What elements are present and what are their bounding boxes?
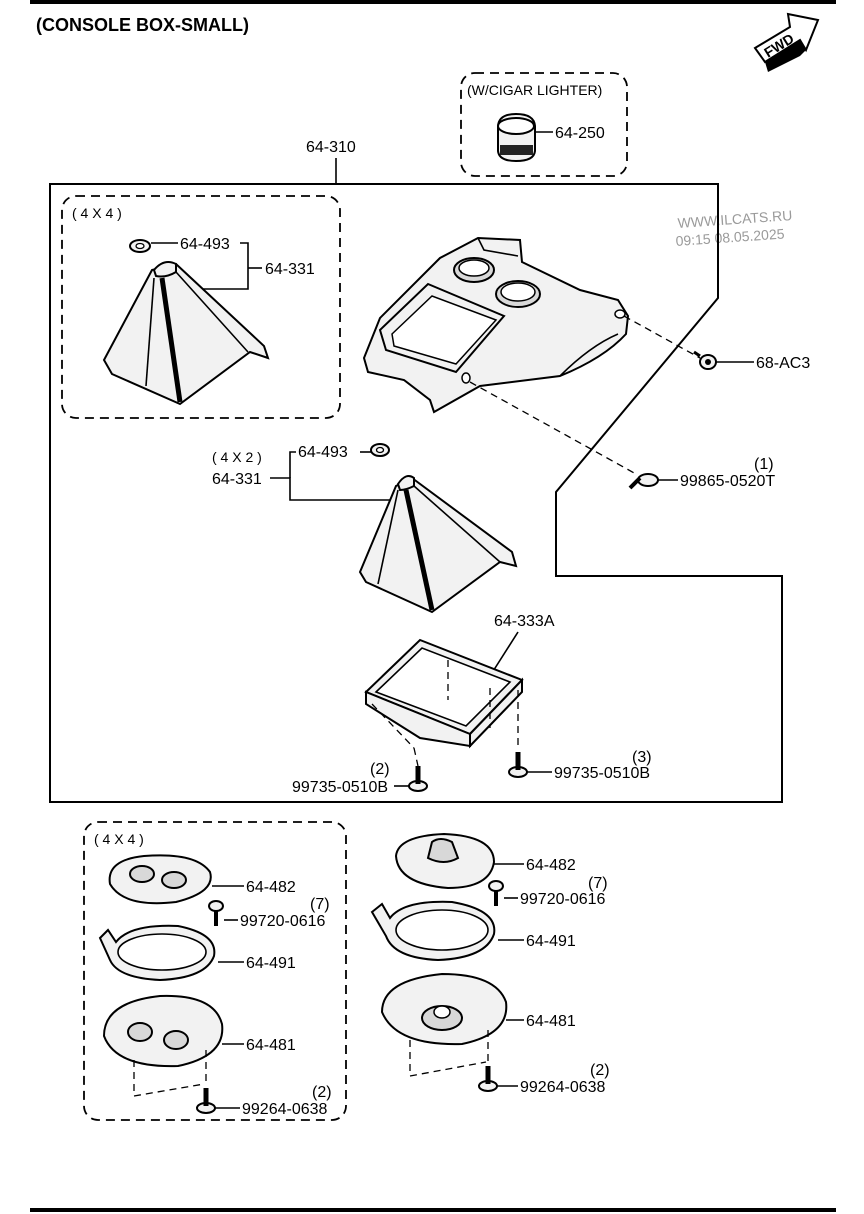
retainer-ring-left bbox=[98, 924, 216, 982]
group-box-cigar bbox=[460, 72, 628, 177]
qty-99735-right: (3) bbox=[632, 749, 652, 766]
clip-drawing bbox=[693, 350, 717, 370]
base-plate-left bbox=[102, 994, 224, 1068]
label-64-331-mid: 64-331 bbox=[212, 471, 262, 488]
bezel-frame-drawing bbox=[364, 638, 524, 749]
cigar-lighter-drawing bbox=[497, 112, 536, 163]
label-64-331-top: 64-331 bbox=[265, 261, 315, 278]
group-label-4x4-top: ( 4 X 4 ) bbox=[72, 205, 122, 221]
label-64-333a: 64-333A bbox=[494, 613, 555, 630]
label-64-481-left: 64-481 bbox=[246, 1037, 296, 1054]
qty-99735-left: (2) bbox=[370, 761, 390, 778]
label-64-310: 64-310 bbox=[306, 139, 356, 156]
qty-99720-right: (7) bbox=[588, 875, 608, 892]
top-rule bbox=[30, 0, 836, 4]
screw-99735-left bbox=[408, 766, 428, 792]
group-box-4x4-top bbox=[61, 195, 341, 419]
retainer-ring-right bbox=[370, 900, 496, 962]
qty-99264-left: (2) bbox=[312, 1084, 332, 1101]
group-box-4x4-bottom bbox=[83, 821, 347, 1121]
label-64-491-left: 64-491 bbox=[246, 955, 296, 972]
qty-99720-left: (7) bbox=[310, 896, 330, 913]
shift-boot-4x2 bbox=[358, 475, 518, 614]
label-64-493-mid: 64-493 bbox=[298, 444, 348, 461]
qty-99865: (1) bbox=[754, 456, 774, 473]
screw-99264-right bbox=[478, 1066, 498, 1092]
shift-boot-4x4 bbox=[102, 261, 270, 406]
shift-boot-seal-left bbox=[108, 854, 212, 905]
bottom-rule bbox=[30, 1208, 836, 1212]
label-99264-right: 99264-0638 bbox=[520, 1079, 606, 1096]
group-label-4x4-bottom: ( 4 X 4 ) bbox=[94, 831, 144, 847]
screw-99735-right bbox=[508, 752, 528, 778]
watermark-site: WWW.ILCATS.RU bbox=[677, 207, 793, 231]
fwd-arrow-icon: FWD bbox=[753, 12, 820, 72]
label-64-491-right: 64-491 bbox=[526, 933, 576, 950]
screw-99720-left bbox=[208, 900, 224, 926]
console-box-drawing bbox=[362, 236, 630, 414]
label-64-493-top: 64-493 bbox=[180, 236, 230, 253]
label-99264-left: 99264-0638 bbox=[242, 1101, 328, 1118]
group-label-4x2: ( 4 X 2 ) bbox=[212, 449, 262, 465]
label-99865: 99865-0520T bbox=[680, 473, 775, 490]
label-99720-left: 99720-0616 bbox=[240, 913, 326, 930]
screw-99865 bbox=[628, 473, 659, 490]
main-assembly-outline bbox=[49, 183, 783, 803]
screw-99720-right bbox=[488, 880, 504, 906]
watermark-datetime: 09:15 08.05.2025 bbox=[675, 225, 785, 249]
label-64-482-right: 64-482 bbox=[526, 857, 576, 874]
base-plate-right bbox=[380, 972, 508, 1046]
label-99735-right: 99735-0510B bbox=[554, 765, 650, 782]
shift-boot-seal-right bbox=[394, 832, 496, 890]
group-label-cigar: (W/CIGAR LIGHTER) bbox=[467, 82, 602, 98]
label-64-482-left: 64-482 bbox=[246, 879, 296, 896]
label-68-ac3: 68-AC3 bbox=[756, 355, 810, 372]
label-64-481-right: 64-481 bbox=[526, 1013, 576, 1030]
label-64-250: 64-250 bbox=[555, 125, 605, 142]
screw-99264-left bbox=[196, 1088, 216, 1114]
qty-99264-right: (2) bbox=[590, 1062, 610, 1079]
label-99735-left: 99735-0510B bbox=[292, 779, 388, 796]
label-99720-right: 99720-0616 bbox=[520, 891, 606, 908]
diagram-title: (CONSOLE BOX-SMALL) bbox=[36, 15, 249, 35]
